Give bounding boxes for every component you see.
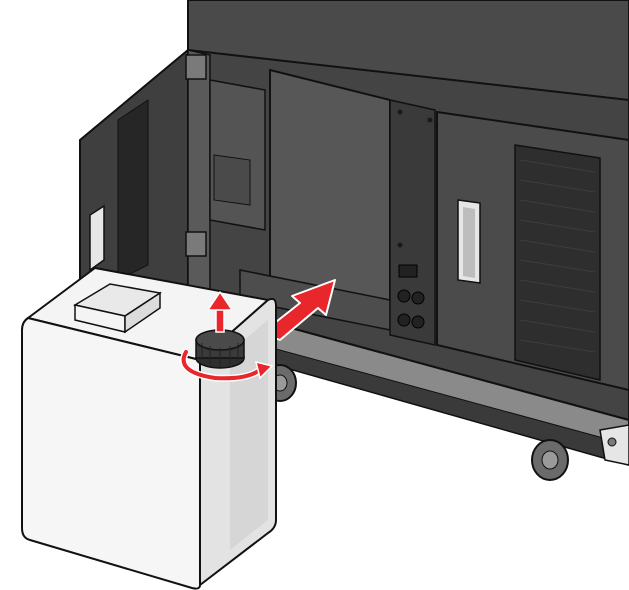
hinge-top [185, 54, 207, 80]
insert-arrow-icon [261, 279, 336, 341]
open-door-vent [117, 99, 149, 281]
screw-3 [397, 242, 403, 248]
connector-4 [411, 315, 425, 329]
wheel-right [531, 439, 569, 481]
arrow-up-icon [207, 291, 233, 333]
door-mount-plate [209, 79, 266, 231]
control-strip [389, 99, 436, 346]
canister-cap [195, 329, 245, 369]
rotate-ccw-icon [180, 348, 274, 382]
open-door-handle [89, 204, 105, 272]
liquid-canister [21, 267, 277, 590]
screw-2 [427, 117, 433, 123]
cabinet [79, 0, 629, 481]
connector-1 [397, 289, 411, 303]
connector-2 [411, 291, 425, 305]
door-mount-window [213, 154, 251, 206]
connector-3 [397, 313, 411, 327]
corner-bracket [599, 424, 629, 466]
vent-grille-holes [519, 159, 596, 353]
hinge-bottom [185, 231, 207, 257]
canister-handle [72, 283, 162, 334]
vent-grille [514, 144, 601, 381]
power-switch [398, 264, 418, 278]
right-door-handle-recess [463, 207, 475, 278]
canister-front [21, 317, 201, 590]
screw-1 [397, 109, 403, 115]
